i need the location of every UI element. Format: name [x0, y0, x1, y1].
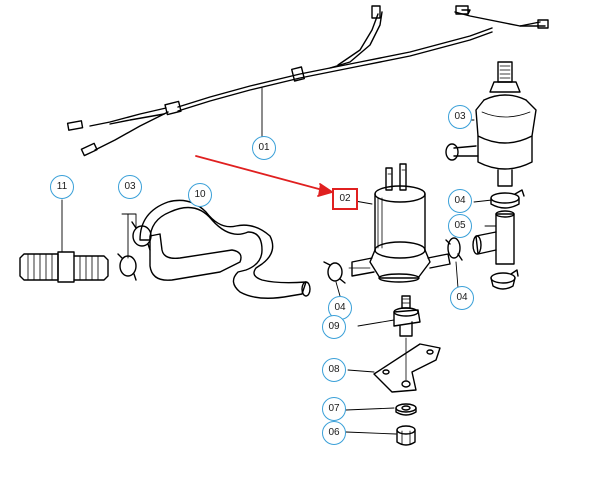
callout-10[interactable]: 10 [188, 183, 212, 207]
nut-part [345, 425, 416, 446]
callout-07[interactable]: 07 [322, 397, 346, 421]
hose-clamp-part [490, 269, 519, 290]
hose-clamp-part [473, 189, 525, 209]
callout-08[interactable]: 08 [322, 358, 346, 382]
callout-04-top[interactable]: 04 [448, 189, 472, 213]
pipe-connector-part [19, 199, 109, 283]
wiring-harness-part [66, 5, 549, 157]
mounting-bracket-part [347, 337, 441, 393]
t-connector-part [472, 210, 515, 265]
hose-clamp-part [445, 237, 463, 289]
callout-03-clamps[interactable]: 03 [118, 175, 142, 199]
callout-04-right[interactable]: 04 [450, 286, 474, 310]
callout-03-filter[interactable]: 03 [448, 105, 472, 129]
callout-09[interactable]: 09 [322, 315, 346, 339]
rubber-hose-part [139, 195, 311, 299]
highlight-arrow [195, 155, 333, 197]
fuel-pump-part [337, 163, 451, 283]
filter-part [445, 61, 537, 187]
callout-02-highlighted[interactable]: 02 [332, 188, 358, 210]
callout-01[interactable]: 01 [252, 136, 276, 160]
washer-part [345, 403, 417, 416]
hose-clamp-part [117, 213, 152, 281]
callout-06[interactable]: 06 [322, 421, 346, 445]
hose-clamp-part [323, 261, 346, 297]
rubber-mount-part [393, 295, 421, 337]
callout-11[interactable]: 11 [50, 175, 74, 199]
callout-05[interactable]: 05 [448, 214, 472, 238]
